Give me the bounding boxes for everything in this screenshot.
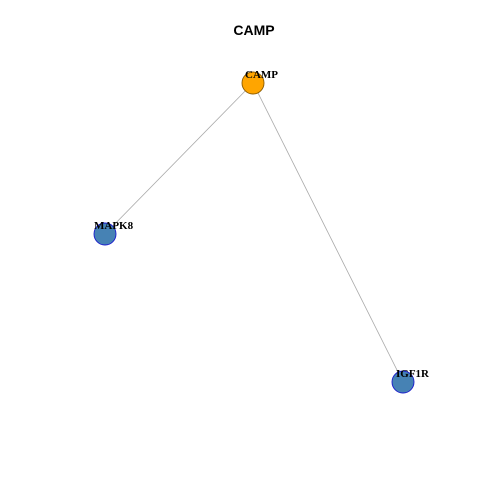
node-igf1r[interactable] — [391, 370, 415, 394]
edge-layer — [104, 82, 404, 383]
node-label-mapk8: MAPK8 — [94, 220, 134, 232]
edge-camp-igf1r — [252, 82, 404, 383]
diagram-title: CAMP — [233, 22, 274, 38]
node-layer — [93, 71, 415, 394]
node-label-igf1r: IGF1R — [396, 368, 430, 380]
node-camp[interactable] — [241, 71, 265, 95]
node-label-camp: CAMP — [245, 69, 278, 81]
node-mapk8[interactable] — [93, 222, 117, 246]
edge-camp-mapk8 — [104, 82, 254, 235]
